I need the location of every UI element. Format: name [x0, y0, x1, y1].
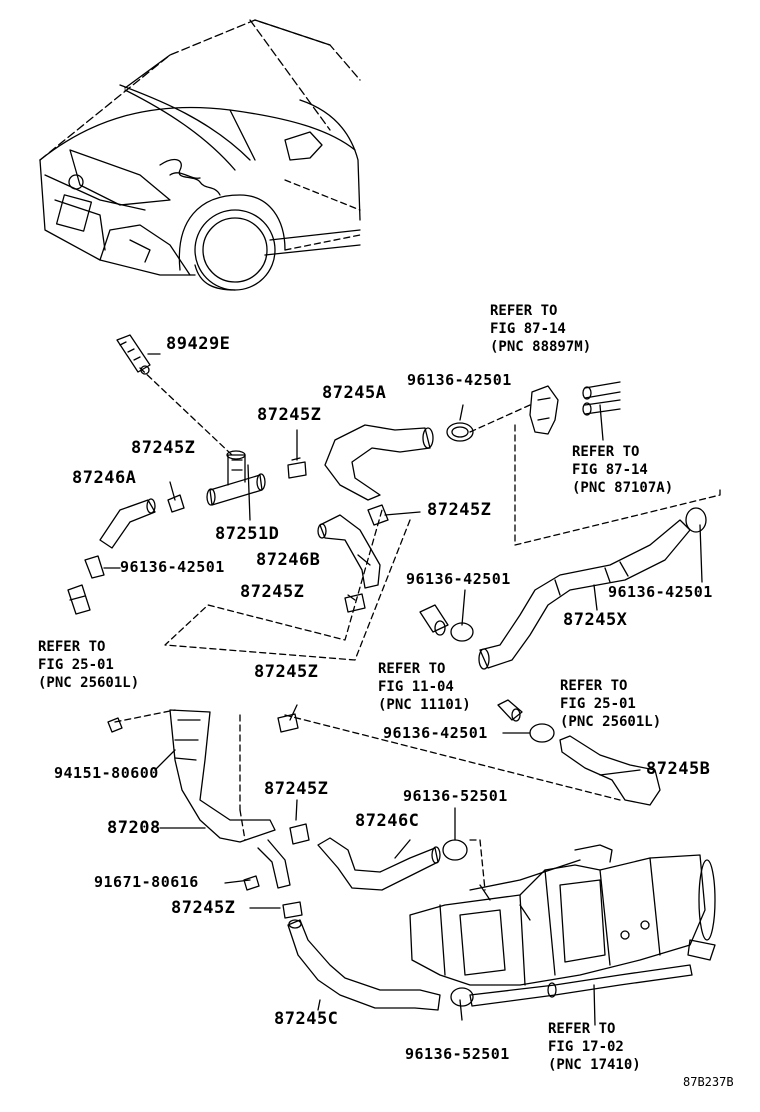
label-87245z[interactable]: 87245Z [264, 779, 329, 799]
label-96136-52501[interactable]: 96136-52501 [403, 787, 508, 805]
reference-fig-25-01-right[interactable]: REFER TO FIG 25-01 (PNC 25601L) [560, 677, 661, 731]
label-87246c[interactable]: 87246C [355, 811, 420, 831]
exhaust-assembly [409, 844, 716, 986]
ref-line: (PNC 17410) [548, 1057, 641, 1073]
label-96136-52501[interactable]: 96136-52501 [405, 1045, 510, 1063]
ref-line: FIG 17-02 [548, 1039, 624, 1055]
label-87246a[interactable]: 87246A [72, 468, 137, 488]
ref-line: FIG 87-14 [572, 462, 648, 478]
ref-line: (PNC 25601L) [560, 714, 662, 730]
label-96136-42501[interactable]: 96136-42501 [120, 558, 225, 576]
ref-line: FIG 25-01 [560, 696, 636, 712]
ref-line: REFER TO [490, 303, 558, 319]
reference-fig-17-02[interactable]: REFER TO FIG 17-02 (PNC 17410) [548, 1020, 641, 1074]
vehicle-illustration [39, 19, 361, 291]
ref-line: (PNC 11101) [378, 697, 471, 713]
label-87208[interactable]: 87208 [107, 818, 161, 838]
ref-line: FIG 11-04 [378, 679, 454, 695]
label-87245x[interactable]: 87245X [563, 610, 628, 630]
label-96136-42501[interactable]: 96136-42501 [407, 371, 512, 389]
diagram-code: 87B237B [683, 1075, 734, 1089]
label-96136-42501[interactable]: 96136-42501 [406, 570, 511, 588]
label-87245z[interactable]: 87245Z [257, 405, 322, 425]
reference-fig-87-14-88897m[interactable]: REFER TO FIG 87-14 (PNC 88897M) [490, 302, 591, 356]
ref-line: REFER TO [560, 678, 628, 694]
label-87245z[interactable]: 87245Z [240, 582, 305, 602]
ref-line: FIG 87-14 [490, 321, 566, 337]
sensor-89429e [116, 334, 151, 375]
label-87245z[interactable]: 87245Z [131, 438, 196, 458]
clamps [84, 422, 707, 1007]
ref-line: FIG 25-01 [38, 657, 114, 673]
label-89429e[interactable]: 89429E [166, 334, 231, 354]
reference-fig-25-01-left[interactable]: REFER TO FIG 25-01 (PNC 25601L) [38, 638, 139, 692]
reference-fig-11-04[interactable]: REFER TO FIG 11-04 (PNC 11101) [378, 660, 471, 714]
label-87245z[interactable]: 87245Z [427, 500, 492, 520]
reference-fig-87-14-87107a[interactable]: REFER TO FIG 87-14 (PNC 87107A) [572, 443, 673, 497]
label-87245c[interactable]: 87245C [274, 1009, 339, 1029]
ref-line: (PNC 87107A) [572, 480, 674, 496]
ref-line: (PNC 88897M) [490, 339, 592, 355]
ref-line: REFER TO [38, 639, 106, 655]
label-87245b[interactable]: 87245B [646, 759, 711, 779]
label-87246b[interactable]: 87246B [256, 550, 321, 570]
leader-lines [114, 367, 721, 891]
hoses [67, 381, 693, 1011]
ref-line: REFER TO [548, 1021, 616, 1037]
ref-line: REFER TO [572, 444, 640, 460]
label-96136-42501[interactable]: 96136-42501 [383, 724, 488, 742]
label-91671-80616[interactable]: 91671-80616 [94, 873, 199, 891]
ref-line: REFER TO [378, 661, 446, 677]
label-87245z[interactable]: 87245Z [171, 898, 236, 918]
label-87251d[interactable]: 87251D [215, 524, 280, 544]
label-87245z[interactable]: 87245Z [254, 662, 319, 682]
label-87245a[interactable]: 87245A [322, 383, 387, 403]
ref-line: (PNC 25601L) [38, 675, 140, 691]
label-96136-42501[interactable]: 96136-42501 [608, 583, 713, 601]
solid-leaders [103, 353, 703, 1026]
label-94151-80600[interactable]: 94151-80600 [54, 764, 159, 782]
tee-fitting-87251d [206, 450, 266, 506]
